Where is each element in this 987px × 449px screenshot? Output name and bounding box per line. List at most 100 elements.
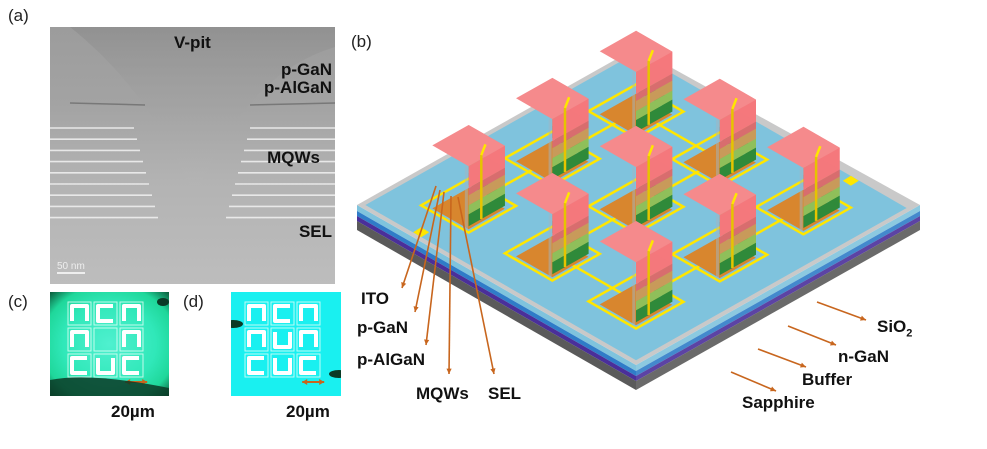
led-electrode <box>247 356 264 375</box>
led-electrode <box>247 304 266 321</box>
pillar-layer-p-gan <box>636 168 673 197</box>
annotation-arrow <box>816 301 867 321</box>
scale-bar-50nm: 50 nm <box>57 261 85 274</box>
led-electrode <box>96 304 113 323</box>
micro-led-pillar <box>669 173 770 283</box>
led-electrode <box>273 304 290 323</box>
annot-sio2-main: SiO <box>877 317 907 336</box>
annotation-arrowhead <box>424 339 430 345</box>
micro-led-pillar <box>502 172 603 282</box>
top-electrode <box>563 191 571 204</box>
pillar-layer-p-algan <box>636 80 673 112</box>
pillar-layer-sel <box>719 147 756 181</box>
annotation-arrowhead <box>401 282 407 288</box>
pillar-top <box>767 126 840 169</box>
scale-arrow-heads <box>302 379 325 385</box>
scale-label-c: 20µm <box>111 402 155 421</box>
annotation-arrow <box>448 195 452 375</box>
annotation-arrow <box>730 371 777 392</box>
led-outline <box>296 327 321 352</box>
pillar-top <box>516 172 589 215</box>
annotation-arrowhead <box>413 306 419 312</box>
annot-sel: SEL <box>488 384 522 403</box>
led-outline <box>93 327 118 352</box>
dark-spot <box>231 320 243 328</box>
substrate-layer-right <box>636 221 920 390</box>
micro-led-pillar <box>753 126 854 236</box>
pillar-top <box>599 125 673 168</box>
pillar-layer-mqws <box>552 232 589 263</box>
led-outline <box>296 301 321 326</box>
annot-mqws: MQWs <box>416 384 469 403</box>
annotation-arrow <box>414 189 441 313</box>
pillar-layer-p-gan <box>803 169 840 198</box>
pillar-layer-p-algan <box>636 270 673 302</box>
pillar-layer-mqws <box>719 233 756 264</box>
label-mqws: MQWs <box>267 148 320 167</box>
pillar-layer-p-algan <box>552 222 589 254</box>
pillar-layer-mqws <box>636 280 673 311</box>
pillar-layer-p-gan <box>468 167 505 196</box>
pillar-layer-p-algan <box>468 174 505 206</box>
electrode-frame <box>669 226 770 283</box>
scale-label-d: 20µm <box>286 402 330 421</box>
electrode-frame <box>418 177 519 234</box>
led-pattern-c <box>50 298 169 396</box>
micrograph-c <box>50 292 169 396</box>
panel-label-b: (b) <box>351 32 372 51</box>
annot-ngan: n-GaN <box>838 347 889 366</box>
pillar-layer-mqws <box>468 184 505 215</box>
pillar-layer-p-gan <box>552 215 589 244</box>
pillar-layer-mqws <box>636 90 673 121</box>
electrode-frame <box>586 178 686 235</box>
substrate-layer-right <box>636 205 920 371</box>
led-pattern-d <box>231 301 341 385</box>
pillar-layer-mqws <box>552 137 589 168</box>
led-electrode <box>122 356 139 375</box>
led-outline <box>93 301 118 326</box>
micro-led-pillar <box>586 30 686 140</box>
annotation-arrow <box>457 196 495 375</box>
led-outline <box>119 353 144 378</box>
pillar-layer-mqws <box>719 138 756 169</box>
top-electrode <box>647 144 655 157</box>
annot-sio2: SiO2 <box>877 317 912 339</box>
led-electrode <box>299 304 318 321</box>
panel-label-c: (c) <box>8 292 28 311</box>
annotation-arrow <box>757 348 807 368</box>
pillar-layer-sel <box>552 241 589 275</box>
led-outline <box>270 327 295 352</box>
pillar-base <box>683 141 756 184</box>
led-electrode <box>273 332 292 349</box>
pillar-top <box>683 173 756 216</box>
micro-led-pillar <box>502 77 603 187</box>
tem-image: V-pit p-GaN p-AlGaN MQWs SEL 50 nm <box>50 27 335 284</box>
led-electrode <box>299 356 316 375</box>
pillar-layer-p-algan <box>803 176 840 208</box>
pillar-top <box>516 77 589 120</box>
led-electrode <box>70 356 87 375</box>
pillar-layer-sel <box>803 195 840 229</box>
label-sel: SEL <box>298 222 332 241</box>
electrode-frame <box>669 131 770 188</box>
top-electrode <box>731 97 738 110</box>
annot-pgan: p-GaN <box>357 318 408 337</box>
led-outline <box>244 301 269 326</box>
label-pgan: p-GaN <box>281 60 332 79</box>
electrode-frame <box>502 130 603 187</box>
top-electrode <box>647 49 655 62</box>
contact-pad <box>842 175 859 186</box>
led-outline <box>67 301 92 326</box>
led-electrode <box>96 358 115 375</box>
pillar-layer-mqws <box>803 186 840 217</box>
annot-buffer: Buffer <box>802 370 853 389</box>
top-electrode <box>647 239 655 252</box>
pillar-top <box>599 30 673 73</box>
pillar-layer-sel <box>468 193 505 227</box>
pillar-layer-p-algan <box>552 127 589 159</box>
micro-led-pillar <box>669 78 770 188</box>
substrate-layer-right <box>636 211 920 376</box>
label-vpit: V-pit <box>174 33 211 52</box>
annotation-arrowhead <box>800 362 806 368</box>
